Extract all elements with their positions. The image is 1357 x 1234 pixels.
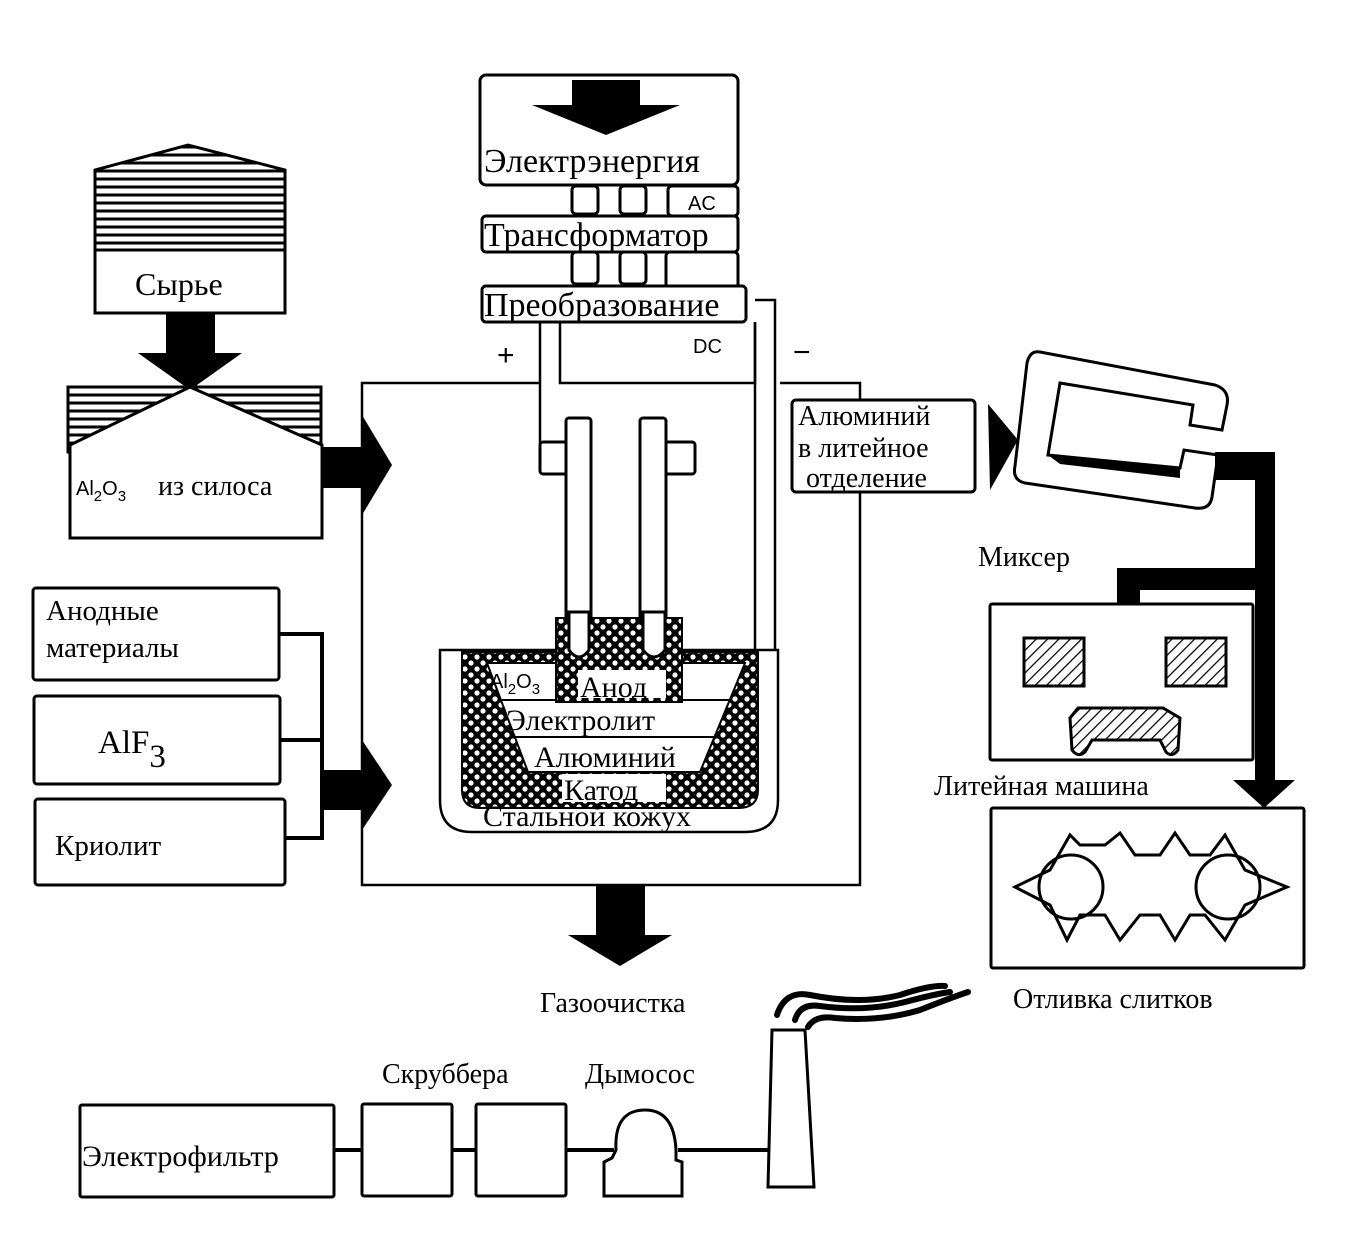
scrubber-2-box [474, 1102, 568, 1198]
anode-clamp [663, 440, 697, 476]
smoke-icon [774, 982, 971, 1030]
ladle [1013, 350, 1229, 510]
to-foundry-label-3: отделение [806, 463, 927, 494]
casting-machine-label: Литейная машина [934, 771, 1149, 802]
down-arrow-icon [568, 886, 672, 966]
down-arrow-icon [532, 80, 680, 135]
raw-material-box [93, 248, 287, 315]
anode-stub [641, 610, 667, 659]
exhauster-label: Дымосос [585, 1059, 695, 1090]
to-foundry-box [790, 398, 977, 494]
al2o3-label: Al2O3 [490, 671, 540, 698]
down-arrow-icon [138, 313, 242, 390]
steel-shell-label: Стальной кожух [483, 800, 691, 833]
anode-materials-label-1: Анодные [46, 595, 159, 627]
mould [1022, 636, 1086, 688]
input-connector-lines [279, 632, 324, 840]
input-materials: Анодные материалы AlF3 Криолит [31, 586, 392, 887]
ingot-casting-box [989, 806, 1306, 970]
to-foundry-label-2: в литейное [798, 433, 929, 464]
aluminium-label: Алюминий [534, 741, 676, 774]
connector [618, 184, 648, 216]
gas-cleaning: Газоочистка Электрофильтр Скруббера Дымо… [78, 982, 971, 1199]
chimney [766, 1028, 816, 1189]
alumina-silo-box [68, 385, 324, 540]
power-supply: Электрэнергия AC Трансформатор Преобразо… [478, 73, 811, 650]
gas-cleaning-label: Газоочистка [540, 988, 686, 1019]
connector [570, 250, 600, 286]
right-arrow-icon [322, 415, 392, 515]
raw-material: Сырье Al2O3 из силоса [66, 143, 392, 540]
ladle-metal [1048, 455, 1180, 478]
mixer-label: Миксер [978, 542, 1070, 573]
cell-enclosure [360, 381, 862, 887]
cryolite-label: Криолит [55, 830, 161, 862]
steel-shell [438, 648, 780, 834]
electrolysis-cell: Al2O3 Анод Электролит Алюминий Катод Ста… [360, 381, 862, 966]
silo-hatched-top [93, 143, 287, 254]
transformer-label: Трансформатор [484, 217, 709, 254]
to-foundry-label-1: Алюминий [798, 401, 930, 432]
alumina-silo-label: из силоса [158, 471, 273, 502]
anode-label-bg [578, 670, 666, 698]
dc-label: DC [693, 336, 722, 358]
flow-arrow-to-casting [1215, 452, 1295, 808]
electrofilter-label: Электрофильтр [82, 1140, 279, 1173]
anode-materials-label-2: материалы [46, 632, 179, 664]
minus-sign: − [793, 336, 811, 369]
plus-sign: + [497, 339, 515, 372]
alumina-formula: Al2O3 [76, 478, 126, 505]
right-arrow-icon [988, 404, 1018, 490]
right-arrow-icon [322, 740, 392, 830]
ingot-casting-wheel [1011, 830, 1291, 944]
cryolite-box [33, 797, 287, 887]
anode-stub [567, 610, 591, 659]
transformer-box [480, 214, 740, 254]
scrubbers-label: Скруббера [382, 1059, 509, 1090]
connector [664, 250, 740, 290]
raw-material-label: Сырье [135, 266, 223, 302]
alf3-label: AlF3 [98, 725, 166, 775]
ac-label: AC [688, 193, 716, 215]
anode-label: Анод [580, 671, 647, 704]
conversion-label: Преобразование [484, 287, 719, 324]
exhauster-fan [602, 1108, 684, 1198]
ingot-casting-label: Отливка слитков [1013, 984, 1213, 1015]
electricity-label: Электрэнергия [484, 143, 700, 180]
scrubber-1-box [360, 1102, 454, 1198]
ingot-mould [1068, 706, 1182, 757]
cathode-label-bg [562, 774, 666, 802]
casting-section: Алюминий в литейное отделение Миксер Лит… [790, 350, 1306, 1015]
connector [618, 250, 648, 286]
connector [570, 184, 600, 216]
negative-bus [753, 298, 777, 650]
conversion-box [480, 284, 748, 324]
cathode-label: Катод [564, 774, 638, 807]
electrolyte-label: Электролит [506, 704, 655, 737]
mould [1164, 636, 1228, 688]
